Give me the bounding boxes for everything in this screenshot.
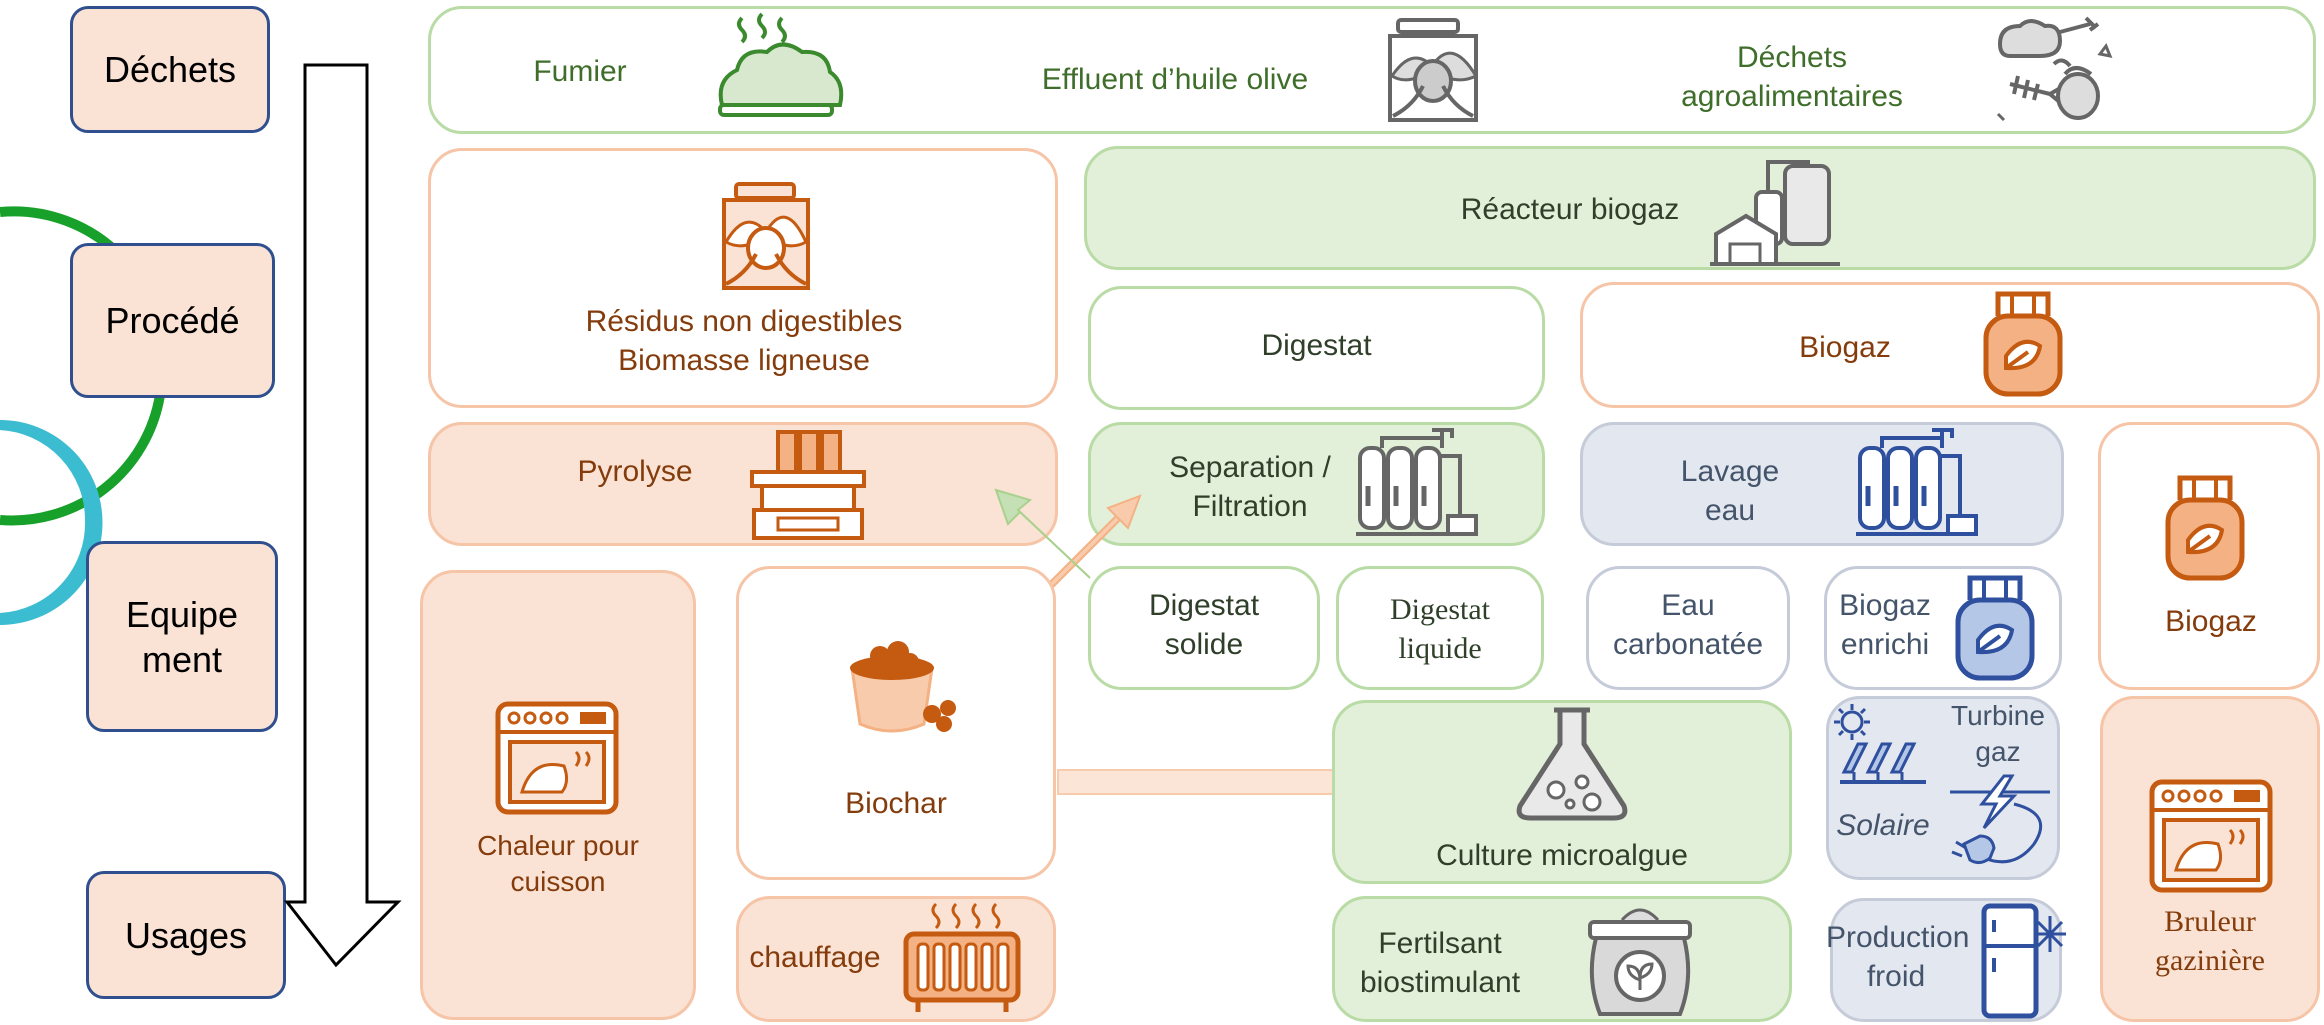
radiator-icon	[902, 900, 1022, 1025]
label-agro: Déchets agroalimentaires	[1672, 38, 1912, 116]
label-lavage: Lavage eau	[1660, 452, 1800, 530]
food-waste-icon	[1990, 14, 2120, 134]
separation-line1: Separation /	[1169, 451, 1331, 484]
turbine-line2: gaz	[1975, 736, 2021, 768]
label-digestat-solide: Digestat solide	[1088, 586, 1320, 664]
froid-line2: froid	[1866, 960, 1926, 993]
label-eau: Eau carbonatée	[1586, 586, 1790, 664]
burner-oven-icon	[2148, 778, 2274, 899]
biochar-bag-icon	[840, 628, 965, 743]
solar-panels-icon	[1830, 700, 1930, 795]
residus-line1: Résidus non digestibles	[585, 305, 903, 338]
enriched-gas-bottle-icon	[1950, 572, 2040, 689]
digestat-liquide-line2: liquide	[1398, 632, 1482, 665]
separation-line2: Filtration	[1192, 490, 1308, 523]
label-biogaz-right: Biogaz	[2165, 605, 2257, 638]
stage-procede: Procédé	[70, 243, 275, 398]
label-biogaz-enrichi: Biogaz enrichi	[1834, 586, 1936, 664]
olive-residue-icon	[708, 180, 823, 300]
digestat-solide-line2: solide	[1164, 628, 1244, 661]
lavage-line1: Lavage	[1680, 455, 1780, 488]
label-solaire: Solaire	[1836, 809, 1930, 842]
label-chauffage: chauffage	[749, 941, 881, 974]
stage-equipement: Equipe ment	[86, 541, 278, 732]
olive-barrel-icon	[1378, 16, 1488, 133]
label-reacteur: Réacteur biogaz	[1460, 193, 1680, 226]
agro-line1: Déchets	[1736, 41, 1848, 74]
residus-line2: Biomasse ligneuse	[618, 344, 870, 377]
label-culture: Culture microalgue	[1436, 839, 1688, 872]
label-biochar: Biochar	[845, 787, 947, 820]
agro-line2: agroalimentaires	[1681, 80, 1903, 113]
label-residus: Résidus non digestibles Biomasse ligneus…	[430, 302, 1058, 380]
reacteur-box	[1084, 146, 2316, 270]
gas-bottle-icon	[1978, 288, 2068, 405]
filter-icon	[1356, 426, 1481, 549]
label-chaleur: Chaleur pour cuisson	[420, 828, 696, 901]
label-fertilisant: Fertilsant biostimulant	[1340, 924, 1540, 1002]
flask-icon	[1512, 706, 1632, 829]
biogaz-enrichi-line1: Biogaz	[1839, 589, 1931, 622]
digestat-liquide-line1: Digestat	[1390, 593, 1490, 626]
manure-icon	[712, 10, 844, 125]
stage-dechets: Déchets	[70, 6, 270, 133]
label-separation: Separation / Filtration	[1150, 448, 1350, 526]
label-effluent: Effluent d’huile olive	[1041, 63, 1309, 96]
water-wash-icon	[1856, 426, 1981, 549]
eau-box	[1586, 566, 1790, 690]
fertilisant-line2: biostimulant	[1359, 966, 1521, 999]
fertilisant-box	[1332, 896, 1792, 1022]
digestat-solide-line1: Digestat	[1148, 589, 1260, 622]
digestat-liquide-box	[1336, 566, 1544, 690]
turbine-box	[1826, 696, 2060, 880]
lavage-box	[1580, 422, 2064, 546]
label-turbine: Turbine gaz	[1938, 698, 2058, 771]
label-fumier: Fumier	[533, 55, 627, 88]
label-froid: Production froid	[1826, 918, 1970, 996]
digestat-solide-box	[1088, 566, 1320, 690]
fertilizer-bag-icon	[1582, 900, 1698, 1023]
stage-usages: Usages	[86, 871, 286, 999]
biogas-reactor-icon	[1710, 152, 1840, 275]
turbine-plug-icon	[1944, 772, 2054, 877]
chaleur-line2: cuisson	[510, 866, 606, 898]
chaleur-line1: Chaleur pour	[477, 830, 639, 861]
eau-line1: Eau	[1661, 589, 1715, 622]
label-bruleur: Bruleur gazinière	[2100, 902, 2320, 980]
pyrolysis-icon	[748, 428, 868, 549]
biogaz-enrichi-line2: enrichi	[1840, 628, 1930, 661]
bruleur-line1: Bruleur	[2164, 905, 2256, 938]
label-digestat-liquide: Digestat liquide	[1336, 590, 1544, 668]
pyrolyse-box	[428, 422, 1058, 546]
oven-icon	[494, 700, 620, 821]
bruleur-line2: gazinière	[2155, 944, 2265, 977]
biogaz-box	[1580, 282, 2320, 408]
fridge-icon	[1978, 902, 2068, 1025]
lavage-line2: eau	[1704, 494, 1756, 527]
label-pyrolyse: Pyrolyse	[577, 455, 693, 488]
froid-line1: Production	[1826, 921, 1970, 954]
gas-bottle-right-icon	[2160, 472, 2250, 589]
turbine-line1: Turbine	[1951, 700, 2045, 731]
label-biogaz: Biogaz	[1799, 331, 1891, 364]
digestat-box	[1088, 286, 1545, 410]
eau-line2: carbonatée	[1612, 628, 1764, 661]
fertilisant-line1: Fertilsant	[1378, 927, 1502, 960]
label-digestat: Digestat	[1261, 329, 1372, 362]
